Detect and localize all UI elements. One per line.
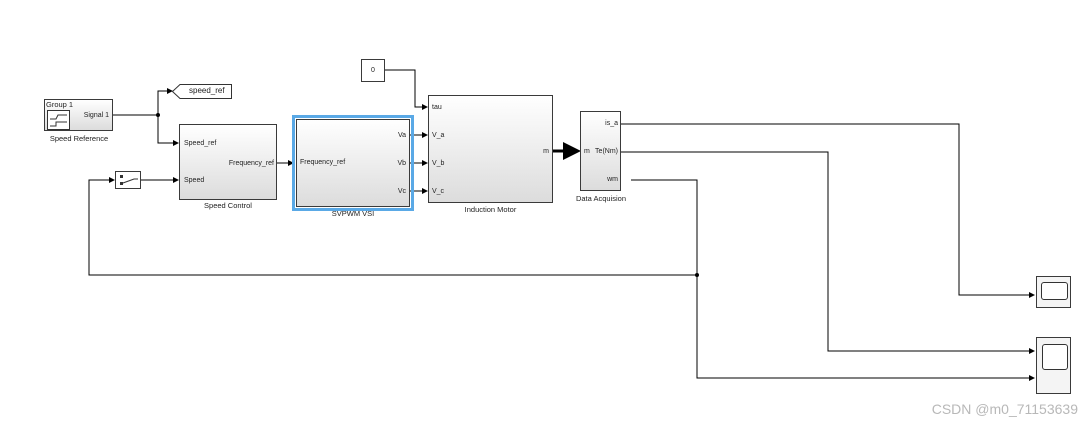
scope-1-block[interactable] [1036, 276, 1071, 308]
signal-builder-icon [47, 110, 70, 130]
goto-tag-block[interactable]: speed_ref [172, 84, 232, 99]
motor-in1-label: V_a [432, 132, 445, 139]
constant-block[interactable]: 0 [361, 59, 385, 82]
constant-value: 0 [371, 67, 375, 74]
svpwm-out3-label: Vc [397, 188, 406, 195]
induction-motor-caption: Induction Motor [464, 205, 517, 214]
svpwm-out2-label: Vb [397, 160, 406, 167]
daq-out3-label: wm [607, 176, 618, 183]
speed-control-caption: Speed Control [204, 201, 252, 210]
scope-icon [1041, 282, 1068, 300]
signal-label: Signal 1 [83, 112, 109, 119]
daq-in-label: m [584, 148, 590, 155]
speed-reference-caption: Speed Reference [49, 134, 109, 143]
speed-reference-block[interactable]: Group 1 Signal 1 [44, 99, 113, 131]
speed-control-in1-label: Speed_ref [184, 140, 217, 147]
induction-motor-block[interactable]: tau V_a V_b V_c m [428, 95, 553, 203]
motor-out-label: m [543, 148, 549, 155]
watermark: CSDN @m0_71153639 [931, 401, 1078, 417]
scope-icon [1042, 344, 1068, 370]
motor-in2-label: V_b [432, 160, 445, 167]
data-acquisition-caption: Data Acquision [575, 194, 627, 203]
switch-icon [120, 175, 138, 185]
goto-tag-label: speed_ref [189, 86, 225, 95]
manual-switch-block[interactable] [115, 171, 141, 189]
data-acquisition-block[interactable]: m is_a Te(Nm) wm [580, 111, 621, 191]
speed-control-out-label: Frequency_ref [228, 160, 274, 167]
speed-control-in2-label: Speed [184, 177, 205, 184]
scope-2-block[interactable] [1036, 337, 1071, 394]
group-label: Group 1 [46, 100, 74, 109]
svpwm-caption: SVPWM VSI [331, 209, 375, 218]
daq-out1-label: is_a [605, 120, 618, 127]
svpwm-vsi-block[interactable]: Frequency_ref Va Vb Vc [292, 115, 414, 211]
svpwm-out1-label: Va [397, 132, 406, 139]
svpwm-in-label: Frequency_ref [300, 159, 346, 166]
motor-tau-label: tau [432, 104, 442, 111]
motor-in3-label: V_c [432, 188, 445, 195]
speed-control-block[interactable]: Speed_ref Speed Frequency_ref [179, 124, 277, 200]
daq-out2-label: Te(Nm) [595, 148, 618, 155]
